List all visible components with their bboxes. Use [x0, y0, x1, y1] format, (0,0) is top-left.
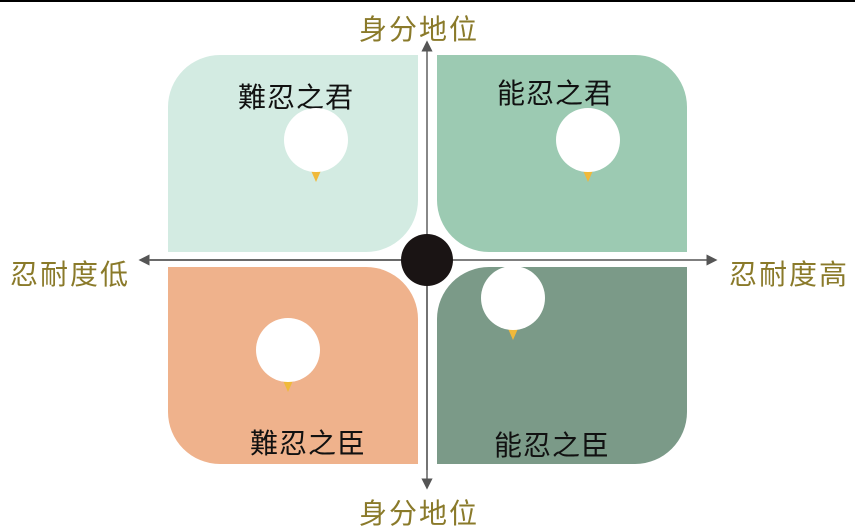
axis-label-top: 身分地位 [359, 13, 480, 46]
quadrant-label-bottom-left: 難忍之臣 [250, 427, 367, 460]
axis-label-left: 忍耐度低 [10, 258, 131, 291]
axis-label-right: 忍耐度高 [729, 258, 850, 291]
quadrant-bottom-right [437, 267, 687, 464]
quadrant-label-top-left: 難忍之君 [238, 81, 355, 114]
marker-bottom-right [481, 266, 545, 340]
axis-label-bottom: 身分地位 [359, 497, 480, 530]
quadrant-label-bottom-right: 能忍之臣 [494, 429, 611, 462]
marker-bottom-left [256, 318, 320, 392]
marker-top-left [284, 108, 348, 182]
center-dot [401, 234, 453, 286]
top-rule [0, 0, 855, 2]
quadrant-label-top-right: 能忍之君 [497, 77, 614, 110]
marker-top-right [556, 108, 620, 182]
